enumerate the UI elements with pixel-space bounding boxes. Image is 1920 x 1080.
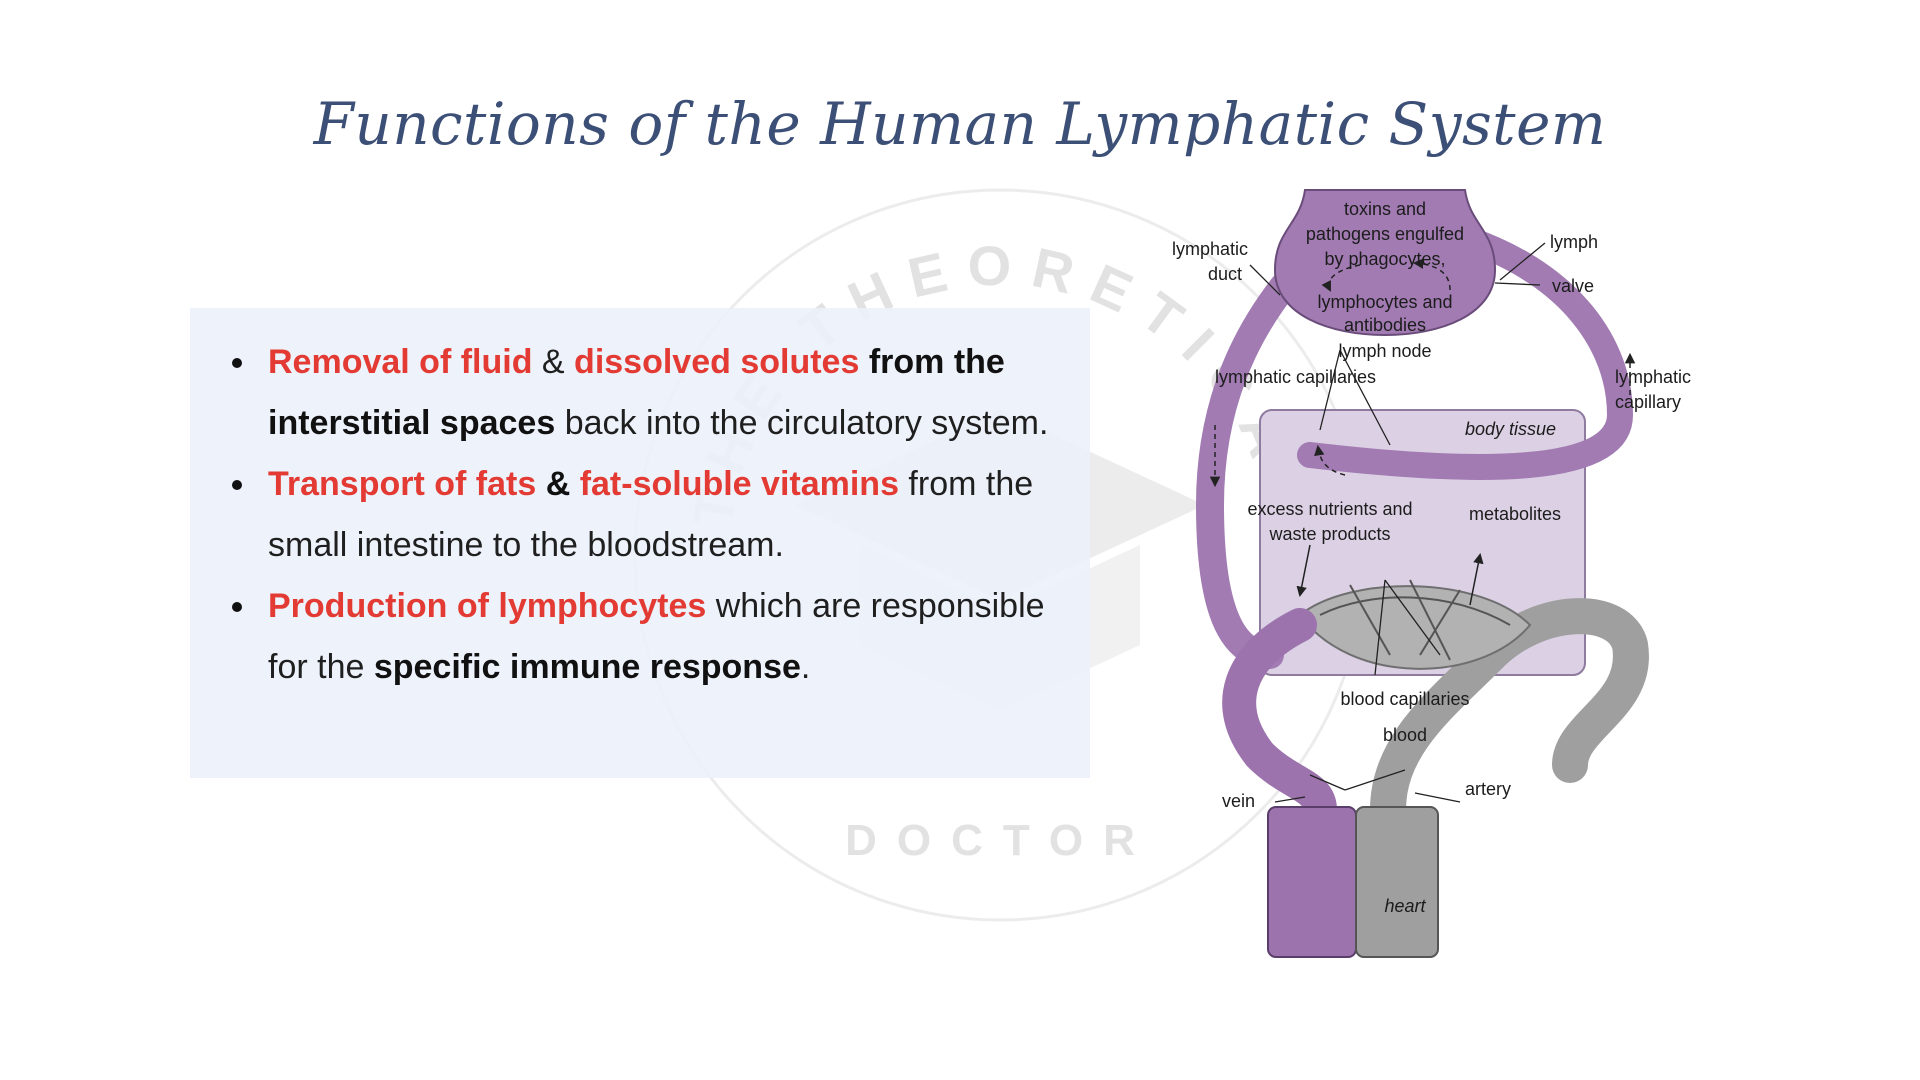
- list-item: Production of lymphocytes which are resp…: [232, 576, 1090, 698]
- bullet-segment: fat-soluble vitamins: [579, 465, 899, 503]
- excess-label-2: waste products: [1268, 524, 1390, 544]
- vein-label: vein: [1222, 791, 1255, 811]
- node-text-2: pathogens engulfed: [1306, 224, 1464, 244]
- artery-label: artery: [1465, 779, 1511, 799]
- lymph-node-shape: [1273, 189, 1497, 337]
- lymphatic-duct-label-2: duct: [1208, 264, 1242, 284]
- bullet-segment: Removal of fluid: [268, 343, 533, 381]
- bullet-segment: dissolved solutes: [574, 343, 860, 381]
- node-text-4: lymphocytes and: [1317, 292, 1452, 312]
- bullet-segment: .: [800, 648, 811, 686]
- lymphatic-capillary-label-1: lymphatic: [1615, 367, 1691, 387]
- bullet-segment: from the interstitial spaces: [268, 343, 1005, 442]
- lymphatic-capillaries-label: lymphatic capillaries: [1215, 367, 1376, 387]
- lymphatic-capillary-vessel: [1297, 227, 1634, 480]
- lymph-node-label: lymph node: [1338, 341, 1431, 361]
- node-text-5: antibodies: [1344, 315, 1426, 335]
- bullet-segment: back into the circulatory system.: [555, 404, 1049, 442]
- bullet-segment: Transport of fats: [268, 465, 537, 503]
- valve-label: valve: [1552, 276, 1594, 296]
- functions-panel: Removal of fluid & dissolved solutes fro…: [190, 308, 1090, 778]
- bullet-segment: from the small intestine to the bloodstr…: [268, 465, 1034, 564]
- vein-vessel: [1222, 608, 1337, 827]
- blood-capillaries-label: blood capillaries: [1340, 689, 1469, 709]
- page-title: Functions of the Human Lymphatic System: [313, 90, 1607, 158]
- lymph-label: lymph: [1550, 232, 1598, 252]
- blood-label: blood: [1383, 725, 1427, 745]
- functions-list: Removal of fluid & dissolved solutes fro…: [190, 332, 1090, 698]
- node-text-1: toxins and: [1344, 199, 1426, 219]
- node-text-3: by phagocytes,: [1324, 249, 1445, 269]
- heart-label: heart: [1384, 896, 1426, 916]
- bullet-segment: specific immune response: [373, 648, 801, 686]
- list-item: Transport of fats & fat-soluble vitamins…: [232, 454, 1090, 576]
- bullet-segment: which are responsible for the: [268, 587, 1045, 686]
- body-tissue-label: body tissue: [1465, 419, 1556, 439]
- lymphatic-system-diagram: toxins and pathogens engulfed by phagocy…: [1172, 189, 1691, 958]
- excess-label-1: excess nutrients and: [1247, 499, 1412, 519]
- watermark-bottom-text: DOCTOR: [845, 816, 1155, 865]
- heart-right-chamber: [1355, 806, 1439, 958]
- artery-vessel: [1370, 598, 1649, 828]
- blood-capillary-mesh: [1298, 585, 1532, 670]
- lymphatic-capillary-label-2: capillary: [1615, 392, 1681, 412]
- bullet-segment: &: [536, 465, 580, 503]
- metabolites-label: metabolites: [1469, 504, 1561, 524]
- lymphatic-duct-label-1: lymphatic: [1172, 239, 1248, 259]
- bullet-segment: Production of lymphocytes: [268, 587, 707, 625]
- heart-left-chamber: [1267, 806, 1357, 958]
- bullet-segment: &: [532, 343, 575, 381]
- list-item: Removal of fluid & dissolved solutes fro…: [232, 332, 1090, 454]
